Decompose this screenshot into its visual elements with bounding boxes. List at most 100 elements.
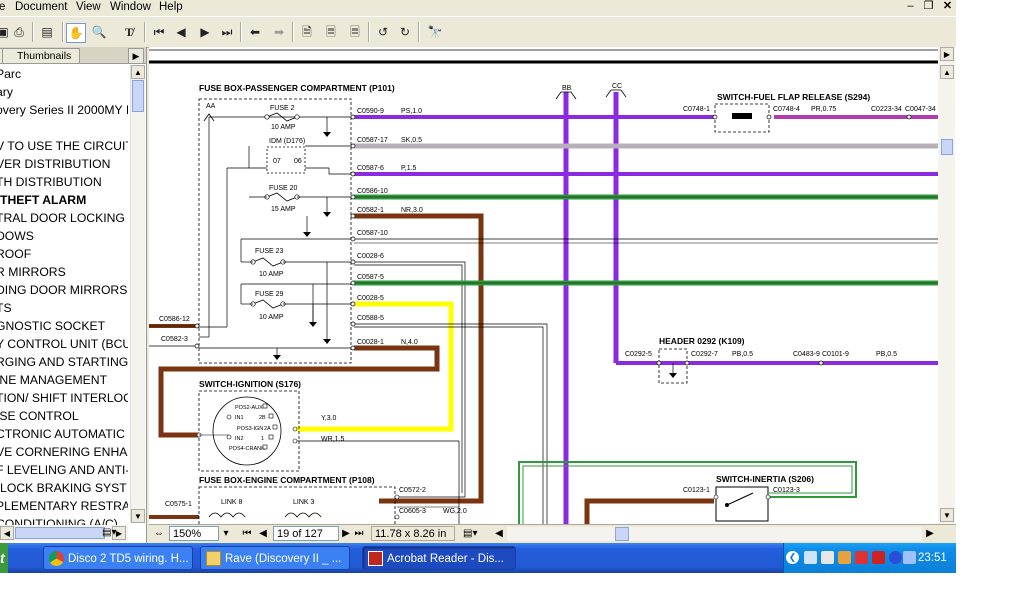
- bookmark-item[interactable]: INE MANAGEMENT: [0, 373, 108, 387]
- page-field[interactable]: 19 of 127: [273, 526, 339, 541]
- doc-scroll-thumb[interactable]: [941, 139, 953, 155]
- c0483-9-label: C0483-9: [793, 351, 820, 358]
- shield-icon[interactable]: [855, 551, 868, 564]
- c0587-10-label: C0587-10: [357, 230, 388, 237]
- menu-document[interactable]: Document: [15, 1, 68, 13]
- c0590-9-label: C0590-9: [357, 108, 384, 115]
- save-icon[interactable]: ▣: [0, 25, 9, 39]
- close-icon[interactable]: ✕: [942, 0, 953, 12]
- tab-thumbnails[interactable]: Thumbnails: [2, 48, 81, 63]
- fit-width-icon[interactable]: 🗏: [350, 25, 360, 39]
- bookmark-item[interactable]: CONDITIONING (A/C): [0, 517, 118, 525]
- toggle-nav-icon[interactable]: ▤: [41, 25, 53, 39]
- bookmark-item[interactable]: Parc: [0, 67, 22, 81]
- menu-file-edge[interactable]: e: [0, 1, 6, 13]
- print-icon[interactable]: ⎙: [14, 25, 24, 39]
- split-view-icon[interactable]: ⇔: [154, 528, 164, 539]
- nav-options-icon[interactable]: ▤▾: [102, 527, 117, 538]
- go-back-icon[interactable]: ⬅: [249, 25, 261, 39]
- bookmark-item[interactable]: ROOF: [0, 247, 32, 261]
- show-hidden-icon[interactable]: ❮: [786, 551, 799, 564]
- nav-tab-scroll-icon[interactable]: ▶: [128, 48, 144, 64]
- nav-scroll-thumb[interactable]: [132, 80, 144, 112]
- wire-wr-label: WR,1.5: [321, 436, 344, 443]
- task-acrobat-label: Acrobat Reader - Dis...: [387, 553, 504, 565]
- hscroll-right-icon[interactable]: ▶: [926, 528, 934, 539]
- doc-scroll-down-icon[interactable]: ▼: [940, 508, 954, 522]
- next-page-icon[interactable]: ▶: [200, 25, 210, 39]
- task-folder[interactable]: Rave (Discovery II _ ...: [200, 546, 350, 570]
- document-vertical-scrollbar[interactable]: ▶ ▲ ▼: [938, 47, 955, 525]
- bookmark-item[interactable]: -LOCK BRAKING SYST: [0, 481, 127, 495]
- bookmark-item[interactable]: DOWS: [0, 229, 34, 243]
- monitor-icon[interactable]: [838, 551, 851, 564]
- zoom-tool-icon[interactable]: 🔍: [91, 25, 107, 39]
- text-select-icon[interactable]: T̸: [124, 25, 133, 39]
- bookmark-item[interactable]: ary: [0, 85, 13, 99]
- bookmark-item[interactable]: V TO USE THE CIRCUIT: [0, 139, 128, 153]
- bookmark-item[interactable]: -THEFT ALARM: [0, 193, 87, 207]
- bookmark-item[interactable]: ISE CONTROL: [0, 409, 79, 423]
- bluetooth-icon[interactable]: [889, 551, 902, 564]
- page-layout-icon[interactable]: ▤▾: [463, 528, 478, 539]
- bookmark-item[interactable]: VE CORNERING ENHA: [0, 445, 128, 459]
- system-tray: ❮ 23:51: [783, 543, 956, 573]
- rotate-ccw-icon[interactable]: ↺: [377, 25, 389, 39]
- scroll-up-icon[interactable]: ▲: [131, 65, 145, 79]
- splice-aa-label: AA: [206, 103, 216, 110]
- network-icon[interactable]: [804, 551, 817, 564]
- start-button[interactable]: t: [0, 543, 8, 573]
- doc-scroll-up-icon[interactable]: ▲: [940, 65, 954, 79]
- bookmark-item[interactable]: PLEMENTARY RESTRA: [0, 499, 128, 513]
- bookmark-item[interactable]: Y CONTROL UNIT (BCU: [0, 337, 128, 351]
- task-acrobat[interactable]: Acrobat Reader - Dis...: [362, 546, 516, 570]
- minimize-icon[interactable]: –: [907, 0, 914, 12]
- fit-page-icon[interactable]: 🗏: [326, 25, 336, 39]
- last-page-icon[interactable]: ⏭: [221, 25, 233, 39]
- bookmark-item[interactable]: R MIRRORS: [0, 265, 66, 279]
- nav-horizontal-scrollbar[interactable]: ◀ ▶: [0, 525, 128, 541]
- first-page-icon[interactable]: ⏮: [153, 25, 165, 39]
- bookmark-item[interactable]: VER DISTRIBUTION: [0, 157, 111, 171]
- bookmark-item[interactable]: CTRONIC AUTOMATIC T: [0, 427, 128, 441]
- zoom-dropdown-icon[interactable]: ▾: [223, 528, 229, 539]
- nav-hscroll-thumb[interactable]: [15, 527, 105, 539]
- doc-hscroll-thumb[interactable]: [615, 527, 629, 541]
- document-horizontal-scrollbar[interactable]: [507, 527, 922, 541]
- prev-page-icon[interactable]: ◀: [176, 25, 186, 39]
- doc-scroll-top-icon[interactable]: ▶: [940, 47, 954, 61]
- bookmark-item[interactable]: TRAL DOOR LOCKING: [0, 211, 125, 225]
- status-last-page-icon[interactable]: ⏭: [354, 528, 364, 539]
- task-chrome[interactable]: Disco 2 TD5 wiring. H...: [43, 546, 193, 570]
- bookmark-item[interactable]: TS: [0, 301, 12, 315]
- hand-tool-icon[interactable]: ✋: [66, 23, 86, 43]
- status-prev-page-icon[interactable]: ◀: [259, 528, 267, 539]
- scroll-left-icon[interactable]: ◀: [0, 526, 14, 540]
- scroll-right-icon[interactable]: ▶: [112, 526, 126, 540]
- rotate-cw-icon[interactable]: ↻: [399, 25, 411, 39]
- bookmark-item[interactable]: F LEVELING AND ANTI-: [0, 463, 128, 477]
- volume-icon[interactable]: [903, 551, 916, 564]
- actual-size-icon[interactable]: 🗎: [302, 25, 312, 39]
- menu-window[interactable]: Window: [110, 1, 151, 13]
- menu-view[interactable]: View: [76, 1, 101, 13]
- nav-vertical-scrollbar[interactable]: ▲ ▼: [130, 65, 145, 523]
- bookmark-item[interactable]: GNOSTIC SOCKET: [0, 319, 106, 333]
- go-forward-icon[interactable]: ➡: [273, 25, 285, 39]
- menu-help[interactable]: Help: [159, 1, 183, 13]
- security-icon[interactable]: [872, 551, 885, 564]
- restore-icon[interactable]: ❐: [923, 0, 934, 12]
- bookmark-item[interactable]: TH DISTRIBUTION: [0, 175, 102, 189]
- status-next-page-icon[interactable]: ▶: [342, 528, 350, 539]
- status-first-page-icon[interactable]: ⏮: [242, 528, 252, 539]
- bookmark-item[interactable]: TION/ SHIFT INTERLOC: [0, 391, 128, 405]
- usb-icon[interactable]: [821, 551, 834, 564]
- bookmark-item[interactable]: RGING AND STARTING: [0, 355, 128, 369]
- find-icon[interactable]: 🔭: [427, 25, 443, 39]
- document-view: FUSE BOX-PASSENGER COMPARTMENT (P101) AA…: [149, 47, 956, 525]
- hscroll-left-icon[interactable]: ◀: [495, 528, 503, 539]
- bookmark-item[interactable]: overy Series II 2000MY I: [0, 103, 128, 117]
- zoom-field[interactable]: 150%: [169, 526, 219, 541]
- bookmark-item[interactable]: DING DOOR MIRRORS: [0, 283, 128, 297]
- scroll-down-icon[interactable]: ▼: [131, 509, 145, 523]
